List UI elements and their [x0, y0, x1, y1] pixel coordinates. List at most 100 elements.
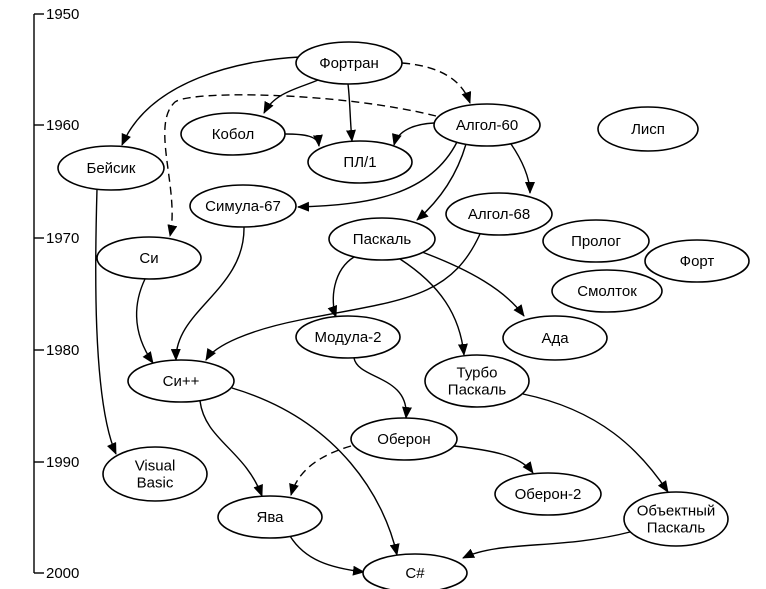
node-forth-shape	[644, 239, 750, 283]
edge-cpp-to-csharp	[231, 387, 400, 556]
timeline: 1950 1960 1970 1980 1990 2000	[33, 6, 79, 582]
node-lisp-shape	[597, 106, 699, 152]
edge-oberon-to-oberon2	[453, 445, 534, 474]
node-ada: Ада	[502, 315, 608, 361]
node-simula: Симула-67	[189, 184, 297, 228]
edge-turbo-to-objpascal	[522, 393, 669, 493]
node-cobol-shape	[180, 112, 286, 156]
node-pl1: ПЛ/1	[307, 140, 413, 184]
node-objpascal-shape	[623, 491, 729, 547]
node-modula2-label: Модула-2	[314, 329, 381, 346]
edge-pascal-to-ada	[421, 251, 525, 317]
timeline-tick-label: 1980	[46, 342, 79, 359]
node-vb-label: Visual	[135, 458, 176, 475]
node-cpp-label: Си++	[163, 373, 200, 390]
node-csharp-label: C#	[405, 565, 425, 582]
node-csharp: C#	[362, 553, 468, 589]
edge-oberon-to-java	[289, 445, 352, 496]
node-turbo-shape	[424, 354, 530, 408]
node-pl1-shape	[307, 140, 413, 184]
node-prolog-label: Пролог	[571, 233, 621, 250]
node-fortran-label: Фортран	[319, 55, 379, 72]
node-cpp: Си++	[127, 359, 235, 403]
node-modula2-shape	[295, 315, 401, 359]
edge-pascal-to-turbo	[399, 258, 468, 356]
node-cobol-label: Кобол	[212, 126, 254, 143]
node-algol60-shape	[433, 103, 541, 147]
edge-algol60-to-pascal	[416, 143, 467, 221]
node-c: Си	[96, 236, 202, 280]
edge-modula2-to-oberon	[353, 357, 412, 419]
edge-fortran-to-pl1	[345, 83, 356, 142]
node-forth-label: Форт	[680, 253, 715, 270]
node-turbo-label: Паскаль	[448, 382, 507, 399]
timeline-tick-label: 1950	[46, 6, 79, 23]
edge-algol60-to-algol68	[510, 143, 535, 194]
node-smalltalk-shape	[551, 269, 663, 313]
node-algol60-label: Алгол-60	[456, 117, 518, 134]
node-cpp-shape	[127, 359, 235, 403]
edge-algol60-to-simula	[297, 141, 458, 212]
node-ada-label: Ада	[541, 330, 569, 347]
timeline-tick-label: 1960	[46, 117, 79, 134]
edge-fortran-to-algol60	[401, 62, 472, 104]
node-objpascal-label: Объектный	[637, 503, 716, 520]
timeline-tick-label: 2000	[46, 565, 79, 582]
edges	[94, 56, 669, 576]
edge-pascal-to-modula2	[327, 256, 355, 318]
edge-fortran-to-basic	[121, 56, 301, 146]
node-vb-shape	[102, 446, 208, 502]
node-java: Ява	[217, 495, 323, 539]
node-basic-label: Бейсик	[86, 160, 135, 177]
node-basic-shape	[57, 145, 165, 191]
node-simula-shape	[189, 184, 297, 228]
node-fortran-shape	[295, 41, 403, 85]
edge-c-to-cpp	[135, 278, 154, 364]
node-prolog-shape	[542, 219, 650, 263]
node-algol68: Алгол-68	[445, 192, 553, 236]
edge-basic-to-vb	[94, 188, 117, 455]
timeline-tick-label: 1990	[46, 454, 79, 471]
node-oberon-label: Оберон	[377, 431, 430, 448]
node-objpascal-label: Паскаль	[647, 520, 706, 537]
node-smalltalk-label: Смолток	[577, 283, 637, 300]
node-java-shape	[217, 495, 323, 539]
node-cobol: Кобол	[180, 112, 286, 156]
node-prolog: Пролог	[542, 219, 650, 263]
edge-cobol-to-pl1	[284, 133, 323, 147]
edge-cpp-to-java	[199, 400, 263, 497]
node-forth: Форт	[644, 239, 750, 283]
edge-fortran-to-cobol	[263, 79, 319, 114]
node-simula-label: Симула-67	[205, 198, 281, 215]
node-c-shape	[96, 236, 202, 280]
node-smalltalk: Смолток	[551, 269, 663, 313]
edge-objpascal-to-csharp	[462, 531, 631, 559]
node-csharp-shape	[362, 553, 468, 589]
node-algol68-shape	[445, 192, 553, 236]
node-algol68-label: Алгол-68	[468, 206, 530, 223]
node-fortran: Фортран	[295, 41, 403, 85]
node-oberon2-shape	[494, 472, 602, 516]
node-pascal-shape	[328, 217, 436, 261]
node-pascal: Паскаль	[328, 217, 436, 261]
node-oberon-shape	[350, 417, 458, 461]
node-pascal-label: Паскаль	[353, 231, 412, 248]
node-lisp: Лисп	[597, 106, 699, 152]
timeline-tick-label: 1970	[46, 230, 79, 247]
edge-algol60-to-pl1	[392, 122, 435, 146]
node-basic: Бейсик	[57, 145, 165, 191]
edge-java-to-csharp	[289, 535, 365, 576]
node-lisp-label: Лисп	[631, 121, 665, 138]
node-algol60: Алгол-60	[433, 103, 541, 147]
node-oberon2: Оберон-2	[494, 472, 602, 516]
node-java-label: Ява	[257, 509, 285, 526]
node-turbo-label: Турбо	[457, 365, 498, 382]
edge-simula-to-cpp	[170, 226, 245, 361]
node-vb-label: Basic	[137, 475, 174, 492]
edge-algol68-to-cpp	[205, 233, 481, 361]
